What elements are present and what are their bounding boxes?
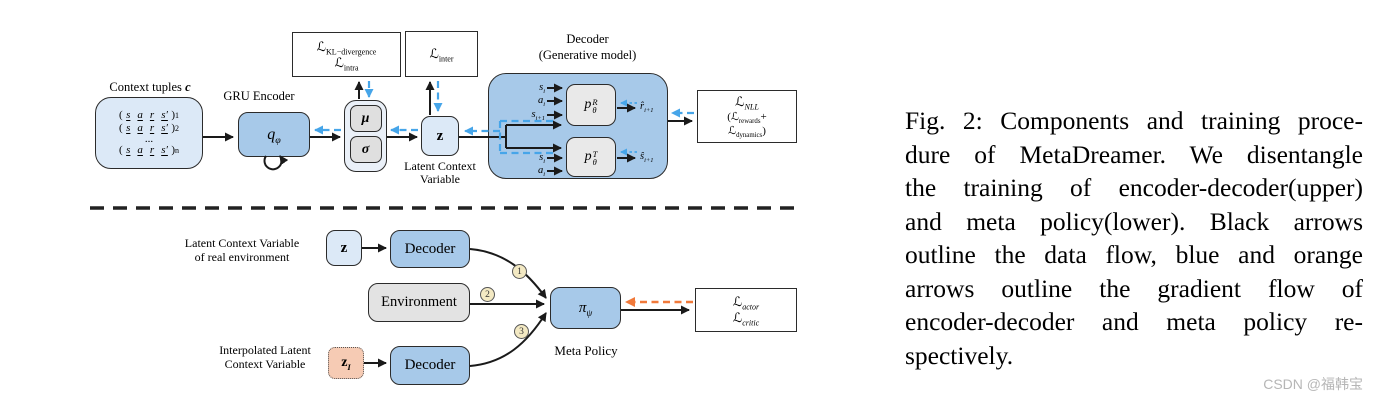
badge-3: 3: [514, 324, 529, 339]
meta-policy-label: Meta Policy: [554, 343, 618, 358]
badge-2: 2: [480, 287, 495, 302]
loss-actor-critic-box: ℒactor ℒcritic: [695, 288, 797, 332]
gru-symbol: qφ: [267, 125, 281, 146]
gru-encoder-box: qφ: [238, 112, 310, 157]
loss-critic-line: ℒcritic: [732, 311, 760, 328]
loss-kl-line: ℒKL−divergence: [316, 39, 377, 57]
sigma-box: σ: [349, 136, 382, 163]
pi-symbol: πψ: [578, 299, 593, 319]
caption-line: spectively.: [905, 340, 1014, 370]
input-s-i-next: si+1: [531, 109, 545, 123]
loss-rewards-line: (ℒrewards+: [727, 110, 767, 126]
loss-nll-box: ℒNLL (ℒrewards+ ℒdynamics): [697, 90, 797, 143]
loss-inter-box: ℒinter: [405, 31, 478, 77]
loss-intra-line: ℒintra: [334, 55, 359, 73]
decoder-real-box: Decoder: [390, 230, 470, 268]
caption-line: and meta policy(lower). Black arrows: [905, 206, 1363, 236]
input-s-i-upper: si: [539, 82, 545, 96]
interpolated-z-box: zI: [328, 347, 364, 379]
caption-line: Fig. 2: Components and training proce-: [905, 106, 1363, 135]
caption-line: encoder-decoder and meta policy re-: [905, 307, 1363, 336]
meta-policy-box: πψ: [550, 287, 621, 329]
real-latent-label: Latent Context Variable of real environm…: [184, 236, 300, 264]
caption-line: the training of encoder-decoder(upper): [905, 173, 1363, 202]
caption-line: arrows outline the gradient flow of: [905, 273, 1363, 303]
context-tuple-ellipsis: ...: [144, 133, 154, 145]
loss-inter-label: ℒinter: [429, 47, 454, 64]
figure-caption: Fig. 2: Components and training proce- d…: [905, 104, 1363, 372]
output-state-label: ŝi+1: [640, 151, 654, 165]
mu-box: μ: [349, 105, 382, 132]
loss-dynamics-line: ℒdynamics): [728, 124, 766, 140]
latent-z-caption: Latent Context Variable: [404, 159, 476, 187]
input-s-i-lower: si: [539, 152, 545, 166]
output-reward-label: r̂i+1: [640, 101, 654, 115]
context-var: c: [185, 80, 191, 94]
input-a-i-upper: ai: [537, 95, 545, 109]
interpolated-latent-label: Interpolated Latent Context Variable: [219, 343, 311, 371]
z-interp-symbol: zI: [341, 355, 351, 372]
input-a-i-lower: ai: [537, 165, 545, 179]
gru-encoder-title: GRU Encoder: [223, 89, 295, 103]
context-tuples-title: Context tuples c: [109, 80, 191, 94]
badge-1: 1: [512, 264, 527, 279]
loss-kl-box: ℒKL−divergence ℒintra: [292, 32, 401, 77]
loss-actor-line: ℒactor: [732, 295, 760, 312]
decoder-interp-box: Decoder: [390, 346, 470, 385]
caption-line: outline the data flow, blue and orange: [905, 240, 1363, 269]
environment-box: Environment: [368, 283, 470, 322]
watermark: CSDN @福韩宝: [1263, 376, 1363, 392]
caption-line: dure of MetaDreamer. We disentangle: [905, 139, 1363, 169]
real-z-box: z: [326, 230, 362, 266]
latent-z-box: z: [421, 116, 459, 156]
decoder-title: Decoder (Generative model): [538, 32, 637, 62]
loss-nll-line: ℒNLL: [735, 95, 759, 112]
